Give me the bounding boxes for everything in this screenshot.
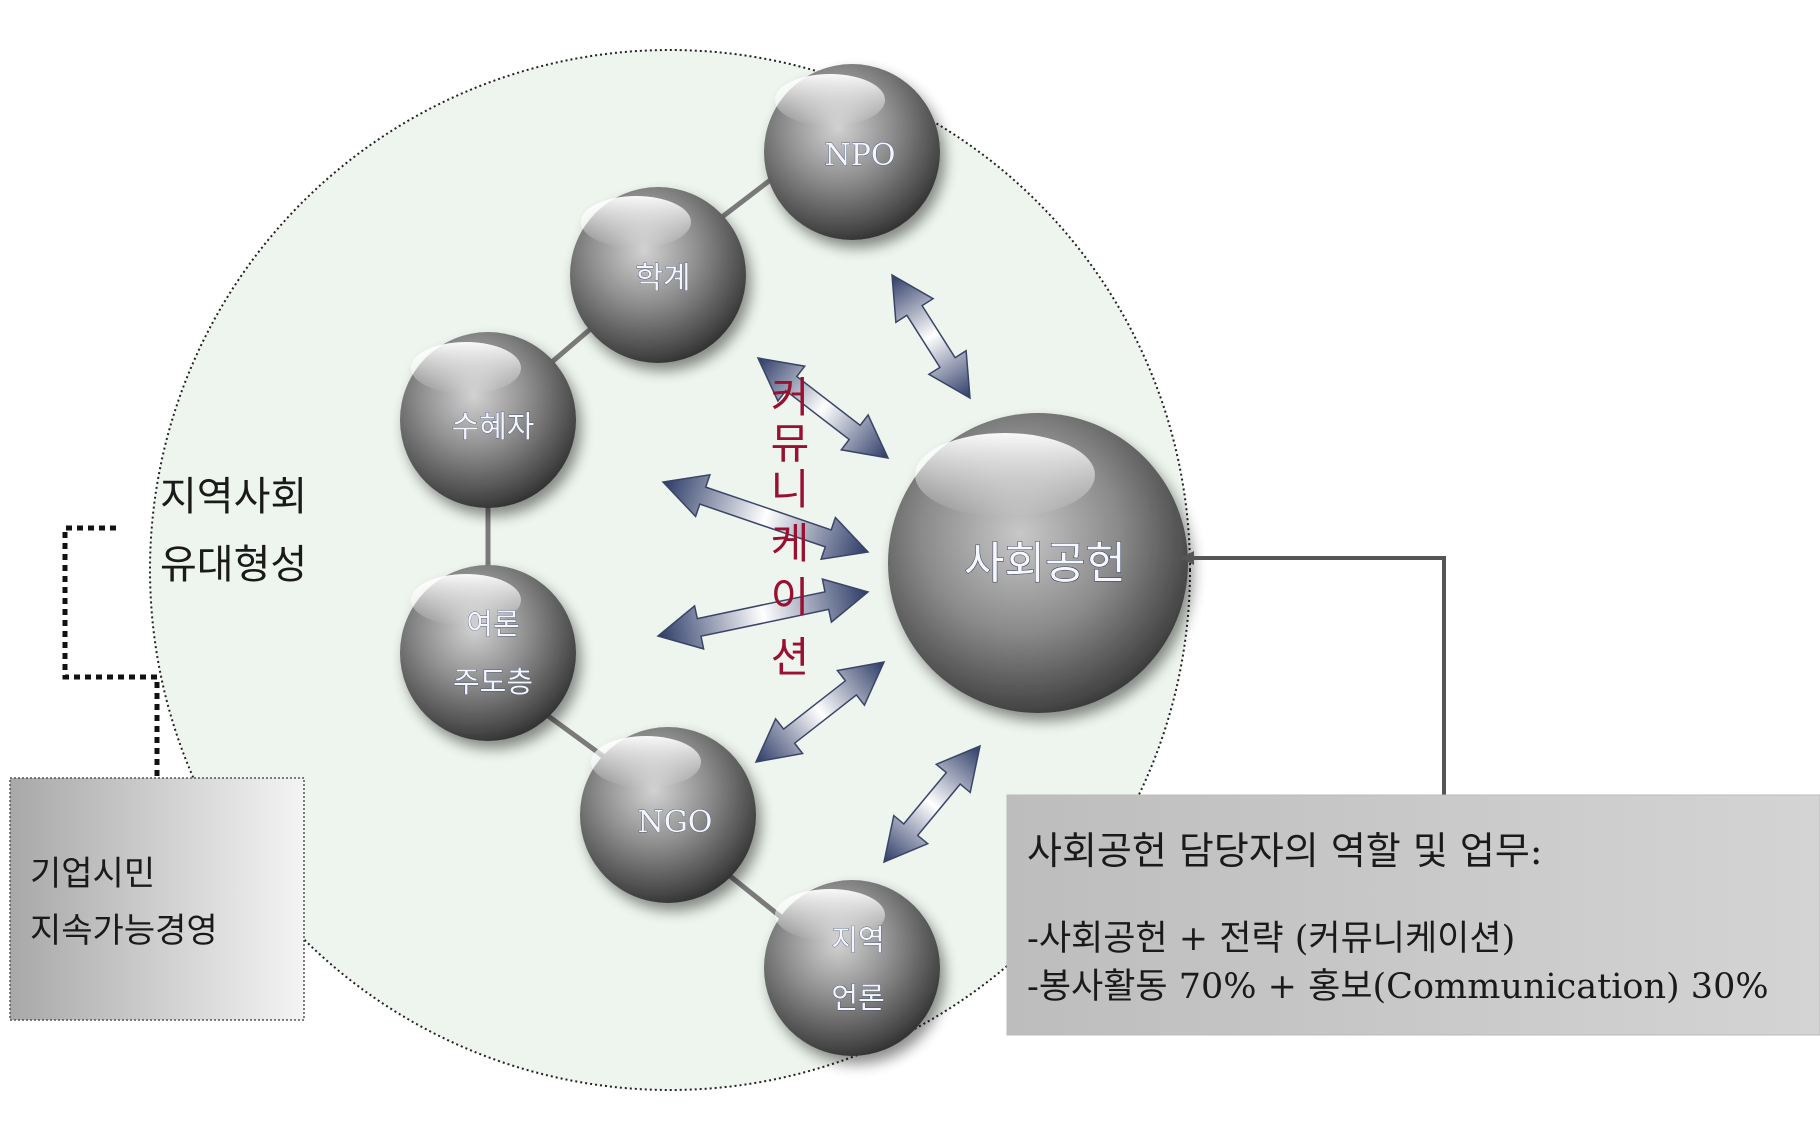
arrow-academia — [756, 357, 890, 459]
comm-char-2: 뮤 — [771, 419, 810, 468]
role-line2: -봉사활동 70% + 홍보(Communication) 30% — [1027, 967, 1769, 1007]
sphere-academia — [570, 187, 746, 363]
ngo-label: NGO — [638, 805, 713, 840]
community-circle — [149, 49, 1191, 1091]
community-line1: 지역사회 — [160, 474, 307, 520]
sphere-ngo — [580, 727, 756, 903]
comm-char-5: 이 — [771, 573, 810, 622]
arrow-beneficiary — [661, 473, 870, 561]
communication-arrows — [656, 273, 982, 864]
comm-char-4: 케 — [771, 519, 810, 568]
community-line2: 유대형성 — [160, 542, 307, 588]
local-media-line2: 언론 — [831, 981, 884, 1015]
opinion-leaders-line1: 여론 — [466, 607, 519, 641]
comm-char-1: 커 — [771, 373, 810, 422]
beneficiary-label: 수혜자 — [452, 410, 535, 445]
arrow-local-media — [882, 744, 982, 864]
comm-char-6: 션 — [771, 633, 810, 682]
sphere-opinion-leaders — [400, 565, 576, 741]
academia-label: 학계 — [635, 261, 690, 296]
role-box: 사회공헌 담당자의 역할 및 업무: -사회공헌 + 전략 (커뮤니케이션) -… — [1006, 794, 1820, 1036]
sphere-local-media — [764, 880, 940, 1056]
sphere-beneficiary — [400, 332, 576, 508]
corporate-line1: 기업시민 — [30, 854, 155, 894]
arrow-ngo — [754, 661, 886, 763]
community-corporate-connector — [62, 525, 160, 778]
center-label: 사회공헌 — [964, 538, 1126, 589]
sphere-npo — [764, 64, 940, 240]
role-connector-arrow — [1180, 551, 1446, 795]
communication-text: 커 뮤 니 케 이 션 — [771, 373, 810, 682]
arrow-opinion-leaders — [656, 578, 870, 650]
corporate-citizen-box: 기업시민 지속가능경영 — [9, 777, 305, 1021]
npo-label: NPO — [824, 138, 895, 173]
comm-char-3: 니 — [771, 465, 810, 514]
sphere-center — [888, 413, 1188, 713]
corporate-line2: 지속가능경영 — [30, 911, 218, 951]
opinion-leaders-line2: 주도층 — [453, 665, 533, 699]
role-line1: -사회공헌 + 전략 (커뮤니케이션) — [1027, 919, 1515, 959]
local-media-line1: 지역 — [831, 923, 884, 957]
arrow-npo — [891, 273, 971, 400]
role-title: 사회공헌 담당자의 역할 및 업무: — [1027, 829, 1543, 873]
